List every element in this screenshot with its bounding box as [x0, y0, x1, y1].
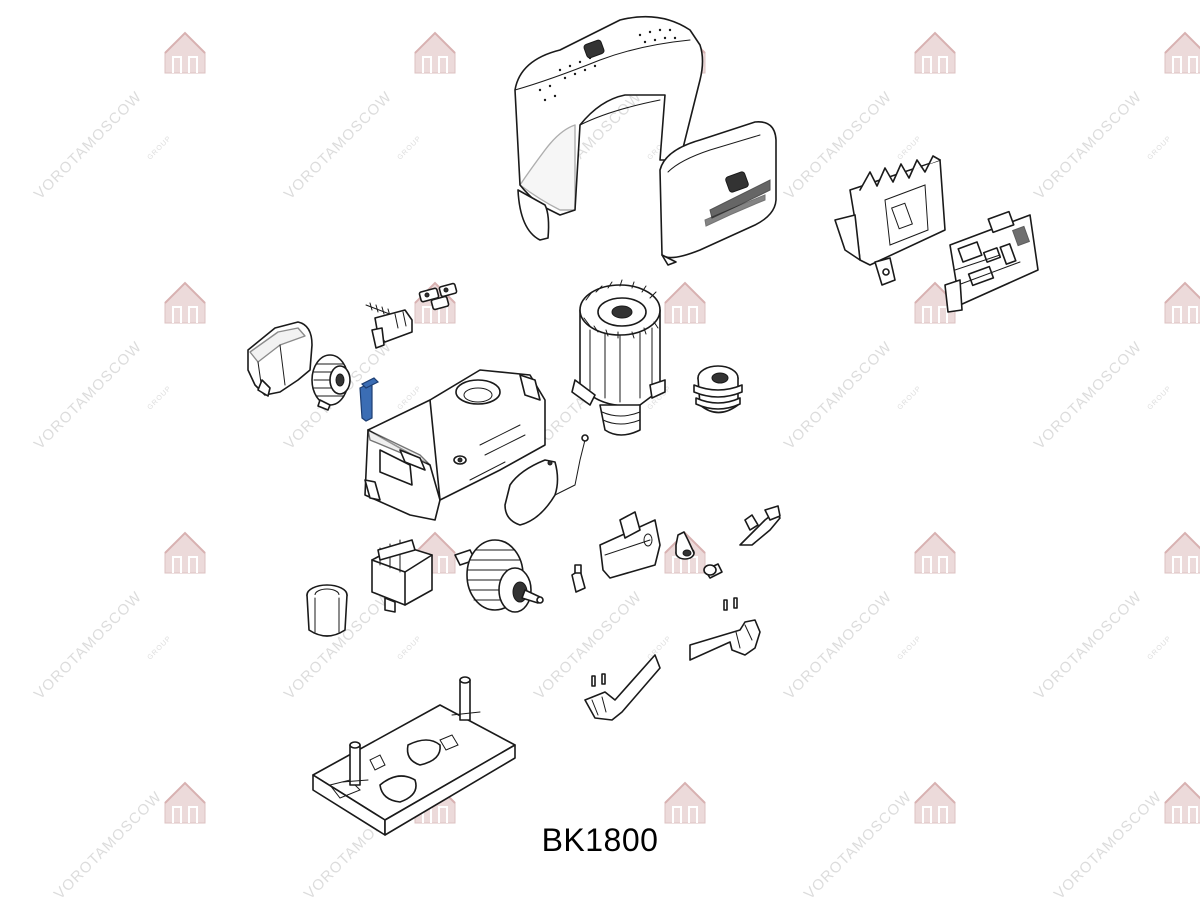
- screw-with-bracket[interactable]: [365, 302, 413, 349]
- release-key-lever[interactable]: [739, 505, 781, 546]
- housing-gasket[interactable]: [504, 434, 589, 526]
- watermark-subtext: GROUP: [896, 635, 923, 662]
- watermark-text: VOROTAMOSCOW: [801, 788, 916, 900]
- lock-key[interactable]: [703, 563, 723, 579]
- control-board-bracket[interactable]: [834, 155, 946, 286]
- watermark-subtext: GROUP: [1146, 385, 1173, 412]
- watermark-text: VOROTAMOSCOW: [51, 788, 166, 900]
- watermark-layer: VOROTAMOSCOW VOROTAMOSCOW VOROTAMOSCOW V…: [31, 32, 1200, 900]
- worm-gear[interactable]: [693, 365, 743, 414]
- output-gear-shaft[interactable]: [454, 539, 544, 613]
- control-board[interactable]: [944, 210, 1039, 313]
- watermark-subtext: GROUP: [896, 135, 923, 162]
- limit-cam-left[interactable]: [584, 654, 661, 721]
- watermark-subtext: GROUP: [146, 135, 173, 162]
- foundation-plate[interactable]: [312, 676, 516, 836]
- cable-clip[interactable]: [571, 564, 586, 593]
- cylinder-lock[interactable]: [675, 531, 695, 560]
- watermark-text: VOROTAMOSCOW: [1051, 788, 1166, 900]
- watermark-subtext: GROUP: [396, 635, 423, 662]
- watermark-text: VOROTAMOSCOW: [781, 588, 896, 703]
- watermark-text: VOROTAMOSCOW: [781, 338, 896, 453]
- watermark-text: VOROTAMOSCOW: [281, 88, 396, 203]
- limit-cam-right[interactable]: [689, 619, 761, 661]
- watermark-text: VOROTAMOSCOW: [1031, 88, 1146, 203]
- cover-front-panel[interactable]: [659, 121, 777, 266]
- motor-stator[interactable]: [571, 279, 666, 436]
- watermark-subtext: GROUP: [896, 385, 923, 412]
- limit-switch-connector[interactable]: [591, 597, 738, 687]
- watermark-subtext: GROUP: [146, 635, 173, 662]
- watermark-text: VOROTAMOSCOW: [31, 88, 146, 203]
- release-key-cover[interactable]: [599, 511, 661, 579]
- terminal-blocks[interactable]: [418, 282, 458, 311]
- watermark-text: VOROTAMOSCOW: [31, 338, 146, 453]
- watermark-subtext: GROUP: [146, 385, 173, 412]
- watermark-subtext: GROUP: [646, 635, 673, 662]
- watermark-text: VOROTAMOSCOW: [1031, 338, 1146, 453]
- watermark-text: VOROTAMOSCOW: [31, 588, 146, 703]
- watermark-subtext: GROUP: [1146, 135, 1173, 162]
- coupling-sleeve[interactable]: [306, 584, 348, 637]
- watermark-subtext: GROUP: [396, 135, 423, 162]
- highlighted-bracket[interactable]: [359, 377, 380, 422]
- pinion-gear[interactable]: [311, 354, 351, 411]
- model-label: BK1800: [541, 822, 659, 858]
- transformer[interactable]: [371, 539, 433, 613]
- gear-cover[interactable]: [247, 321, 313, 397]
- watermark-text: VOROTAMOSCOW: [1031, 588, 1146, 703]
- cover-top[interactable]: [514, 15, 704, 241]
- gearbox-housing[interactable]: [364, 369, 546, 521]
- watermark-subtext: GROUP: [1146, 635, 1173, 662]
